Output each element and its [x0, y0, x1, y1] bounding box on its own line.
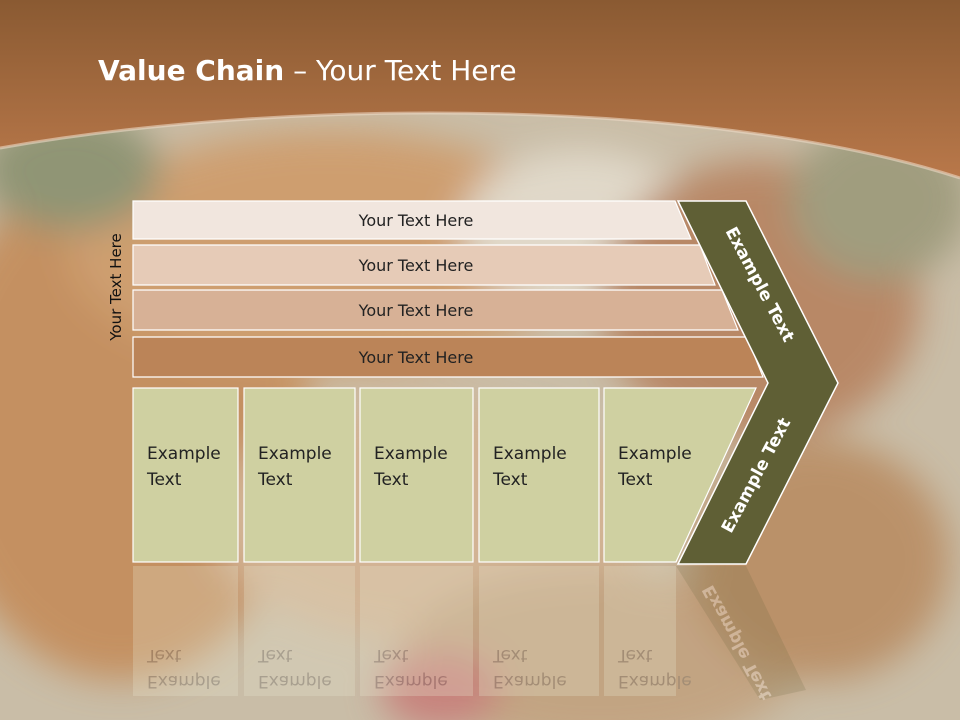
value-row-label: Your Text Here	[358, 256, 474, 275]
column-text-line1: Example	[493, 444, 567, 464]
value-row-label: Your Text Here	[358, 211, 474, 230]
column-text-line2: Text	[492, 470, 528, 490]
column-text-line2: Text	[373, 470, 409, 490]
value-row-bar	[132, 244, 716, 286]
value-row-2: Your Text Here	[132, 244, 716, 286]
column-reflection-line2: Text	[373, 645, 409, 665]
column-box	[359, 387, 474, 563]
value-row-label: Your Text Here	[358, 348, 474, 367]
column-reflection-box	[604, 566, 676, 696]
column-text-line2: Text	[146, 470, 182, 490]
column-box	[603, 387, 757, 563]
chevron-reflection	[676, 566, 806, 700]
slide-title: Value Chain – Your Text Here	[98, 54, 517, 87]
column-reflection-line1: Example	[258, 671, 332, 691]
column-text-line2: Text	[617, 470, 653, 490]
chevron-shape	[676, 200, 839, 565]
value-row-bar	[132, 336, 764, 378]
value-row-bar	[132, 200, 692, 240]
column-reflection-line1: Example	[147, 671, 221, 691]
column-reflection-line1: Example	[493, 671, 567, 691]
column-box	[478, 387, 600, 563]
value-row-1: Your Text Here	[132, 200, 692, 240]
value-row-bar	[132, 289, 739, 331]
column-reflection-box	[244, 566, 355, 696]
column-reflection-box	[360, 566, 473, 696]
column-reflection-line2: Text	[617, 645, 653, 665]
value-row-label: Your Text Here	[358, 301, 474, 320]
title-rest: – Your Text Here	[284, 54, 517, 87]
column-reflection-line2: Text	[146, 645, 182, 665]
column-box	[132, 387, 239, 563]
value-row-3: Your Text Here	[132, 289, 739, 331]
column-text-line1: Example	[258, 444, 332, 464]
column-reflection-box	[479, 566, 599, 696]
title-bold: Value Chain	[98, 54, 285, 87]
column-box	[243, 387, 356, 563]
column-reflection-line2: Text	[492, 645, 528, 665]
value-row-4: Your Text Here	[132, 336, 764, 378]
column-reflection-line1: Example	[618, 671, 692, 691]
column-reflection-line1: Example	[374, 671, 448, 691]
column-text-line1: Example	[618, 444, 692, 464]
column-text-line1: Example	[147, 444, 221, 464]
column-text-line2: Text	[257, 470, 293, 490]
column-text-line1: Example	[374, 444, 448, 464]
column-reflection-box	[133, 566, 238, 696]
column-reflection-line2: Text	[257, 645, 293, 665]
